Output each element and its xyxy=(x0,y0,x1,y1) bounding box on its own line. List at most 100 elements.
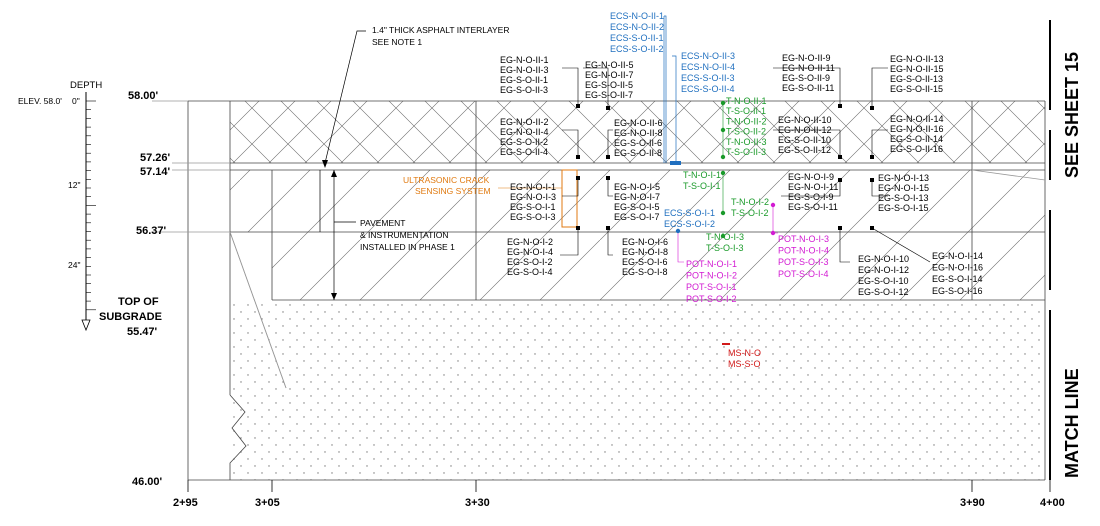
sensor-label: EG-N-O-II-3 xyxy=(500,65,549,75)
sensor-label: EG-N-O-II-11 xyxy=(782,63,835,73)
pavement-note-2: & INSTRUMENTATION xyxy=(360,230,448,240)
sensor-label: POT-N-O-I-4 xyxy=(778,246,829,256)
sensor-label: EG-S-O-II-8 xyxy=(614,148,662,158)
sensor-label: EG-S-O-II-5 xyxy=(585,80,633,90)
sensor-label: T-N-O-I-3 xyxy=(706,232,744,242)
sensor-marker xyxy=(770,230,776,236)
sensor-label: EG-S-O-II-15 xyxy=(890,84,943,94)
sensor-label: EG-N-O-I-10 xyxy=(858,254,909,264)
station-2-95: 2+95 xyxy=(173,497,198,509)
sensor-label: EG-N-O-I-9 xyxy=(788,172,834,182)
sensor-label: EG-S-O-I-3 xyxy=(510,212,556,222)
top-of-subgrade-2: SUBGRADE xyxy=(99,311,162,323)
sensor-label: EG-S-O-I-11 xyxy=(788,202,838,212)
pavement-note-1: PAVEMENT xyxy=(360,218,406,228)
sensor-label: ECS-S-O-II-2 xyxy=(610,44,664,54)
sensor-label: EG-N-O-I-5 xyxy=(614,182,660,192)
sensor-label: EG-S-O-II-14 xyxy=(890,134,943,144)
sensor-marker xyxy=(576,155,580,159)
top-of-subgrade-1: TOP OF xyxy=(118,296,159,308)
sensor-label: T-S-O-I-2 xyxy=(731,208,769,218)
sensor-label: EG-S-O-I-16 xyxy=(932,286,983,296)
sensor-label: EG-N-O-II-4 xyxy=(500,127,549,137)
ultrasonic-note-2: SENSING SYSTEM xyxy=(415,186,491,196)
sensor-label: ECS-N-O-II-1 xyxy=(610,11,664,21)
sensor-label: EG-S-O-I-8 xyxy=(622,267,668,277)
sensor-label: EG-N-O-I-16 xyxy=(932,263,983,273)
ms-sensor-marker xyxy=(722,343,730,345)
sensor-label: EG-S-O-I-5 xyxy=(614,202,660,212)
sensor-marker xyxy=(606,155,610,159)
sensor-label: ECS-S-O-II-3 xyxy=(681,73,735,83)
sensor-label: EG-S-O-I-12 xyxy=(858,287,909,297)
sensor-marker xyxy=(720,170,726,176)
sensor-label: EG-N-O-I-2 xyxy=(507,237,553,247)
sensor-label: EG-N-O-I-11 xyxy=(788,182,838,192)
sensor-label: EG-S-O-II-3 xyxy=(500,85,548,95)
sensor-label: EG-S-O-II-1 xyxy=(500,75,548,85)
ecs-sensor-marker xyxy=(670,161,681,165)
sensor-label: EG-N-O-I-12 xyxy=(858,265,909,275)
sensor-label: EG-S-O-II-2 xyxy=(500,137,548,147)
sensor-label: EG-N-O-I-7 xyxy=(614,192,660,202)
sensor-label: EG-S-O-II-4 xyxy=(500,147,548,157)
sensor-marker xyxy=(675,228,681,234)
sensor-label: POT-N-O-I-3 xyxy=(778,234,829,244)
sensor-label: POT-N-O-I-2 xyxy=(686,271,737,281)
sensor-label: T-S-O-II-2 xyxy=(726,127,766,137)
sensor-label: EG-S-O-I-6 xyxy=(622,257,668,267)
sensor-marker xyxy=(576,226,580,230)
pavement-note-3: INSTALLED IN PHASE 1 xyxy=(360,242,455,252)
elevation-57-14: 57.14' xyxy=(140,166,171,178)
sensor-marker xyxy=(606,106,610,110)
sensor-label: EG-N-O-II-9 xyxy=(782,53,831,63)
elevation-46: 46.00' xyxy=(132,476,163,488)
sensor-label: POT-S-O-I-3 xyxy=(778,257,829,267)
sensor-label: EG-N-O-II-1 xyxy=(500,55,549,65)
sensor-label: T-N-O-II-1 xyxy=(726,96,767,106)
sensor-label: T-S-O-I-3 xyxy=(706,243,744,253)
sensor-label: EG-S-O-II-11 xyxy=(782,83,834,93)
sensor-label: EG-S-O-II-6 xyxy=(614,138,662,148)
depth-title: DEPTH xyxy=(70,80,102,91)
sensor-label: EG-S-O-II-12 xyxy=(778,145,831,155)
sensor-label: EG-N-O-II-8 xyxy=(614,128,663,138)
sensor-label: EG-N-O-II-16 xyxy=(890,124,944,134)
depth-tick-12: 12" xyxy=(68,180,80,190)
sensor-marker xyxy=(576,176,580,180)
sensor-label: T-N-O-I-2 xyxy=(731,197,769,207)
sensor-label: EG-N-O-I-13 xyxy=(878,173,929,183)
elevation-label: ELEV. 58.0' xyxy=(18,96,62,106)
sensor-label: EG-N-O-II-5 xyxy=(585,60,634,70)
sensor-label: EG-N-O-II-14 xyxy=(890,114,944,124)
sensor-marker xyxy=(838,178,842,182)
sensor-label: POT-S-O-I-2 xyxy=(686,294,737,304)
top-of-subgrade-3: 55.47' xyxy=(127,326,158,338)
sensor-label: EG-N-O-II-12 xyxy=(778,125,832,135)
sensor-label: EG-N-O-II-10 xyxy=(778,115,832,125)
sensor-marker xyxy=(720,233,726,239)
sensor-label: ECS-S-O-I-2 xyxy=(664,219,715,229)
sensor-label: POT-N-O-I-1 xyxy=(686,259,737,269)
elevation-57-26: 57.26' xyxy=(140,152,171,164)
sensor-label: ECS-N-O-II-4 xyxy=(681,62,735,72)
sensor-label: EG-S-O-I-1 xyxy=(510,202,556,212)
ultrasonic-note-1: ULTRASONIC CRACK xyxy=(403,175,490,185)
sensor-label: EG-S-O-I-9 xyxy=(788,192,834,202)
sensor-marker xyxy=(838,155,842,159)
sensor-label: EG-S-O-I-13 xyxy=(878,193,929,203)
sensor-marker xyxy=(770,202,776,208)
sensor-marker xyxy=(720,154,726,160)
sensor-label: ECS-N-O-II-2 xyxy=(610,22,664,32)
sensor-marker xyxy=(606,226,610,230)
sensor-label: EG-S-O-II-9 xyxy=(782,73,830,83)
subgrade-layer xyxy=(230,300,1045,480)
sensor-label: EG-S-O-I-10 xyxy=(858,276,909,286)
sensor-label: ECS-S-O-II-1 xyxy=(610,33,664,43)
asphalt-note-1: 1.4" THICK ASPHALT INTERLAYER xyxy=(372,25,510,35)
sensor-label: EG-S-O-I-14 xyxy=(932,274,983,284)
sensor-marker xyxy=(606,176,610,180)
sensor-label: EG-S-O-II-10 xyxy=(778,135,831,145)
sensor-label: EG-N-O-II-2 xyxy=(500,117,549,127)
